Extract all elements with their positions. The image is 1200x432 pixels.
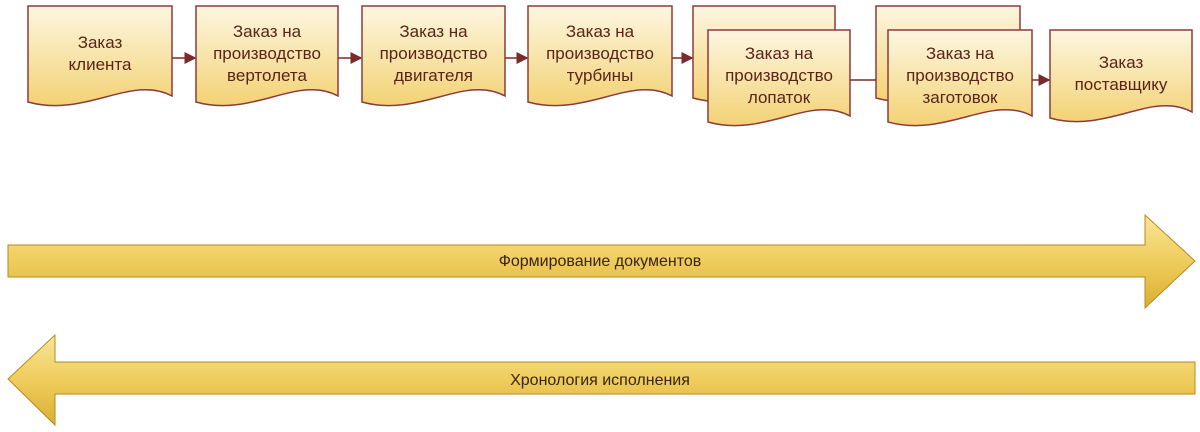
document-label-line: производство [906,66,1014,85]
document-shape [887,29,1033,127]
document-flow: Заказ клиента Заказ на производство вертолет… [27,5,1193,127]
document-label-line: производство [725,66,833,85]
backward-arrow: Хронология исполнения [7,333,1196,427]
document-node: Заказ клиента [27,5,173,107]
backward-arrow-label: Хронология исполнения [510,372,690,389]
document-label-line: производство [546,44,654,63]
document-node: Заказ на производство лопаток [692,5,851,127]
document-label-line: Заказ [78,33,123,52]
document-shape [707,29,851,127]
document-shape [27,5,173,107]
document-label-line: вертолета [227,66,307,85]
document-shape [1049,29,1193,123]
document-shape [361,5,506,107]
document-label-line: поставщику [1075,75,1168,94]
document-label-line: лопаток [748,88,811,107]
forward-arrow-label: Формирование документов [499,253,702,270]
document-node: Заказ на производство вертолета [195,5,339,107]
document-node: Заказ на производство заготовок [875,5,1033,127]
document-label-line: Заказ на [745,44,814,63]
document-label-line: Заказ [1099,53,1144,72]
document-shape [195,5,339,107]
document-label-line: производство [213,44,321,63]
forward-arrow: Формирование документов [7,213,1196,310]
document-label-line: производство [380,44,488,63]
document-label-line: двигателя [394,66,473,85]
document-node: Заказ на производство двигателя [361,5,506,107]
document-label-line: клиента [69,55,132,74]
document-label-line: Заказ на [926,44,995,63]
document-label-line: Заказ на [566,22,635,41]
document-shape [527,5,673,107]
document-label-line: Заказ на [233,22,302,41]
document-label-line: заготовок [923,88,999,107]
document-node: Заказ поставщику [1049,29,1193,123]
document-node: Заказ на производство турбины [527,5,673,107]
document-label-line: турбины [567,66,634,85]
document-label-line: Заказ на [399,22,468,41]
